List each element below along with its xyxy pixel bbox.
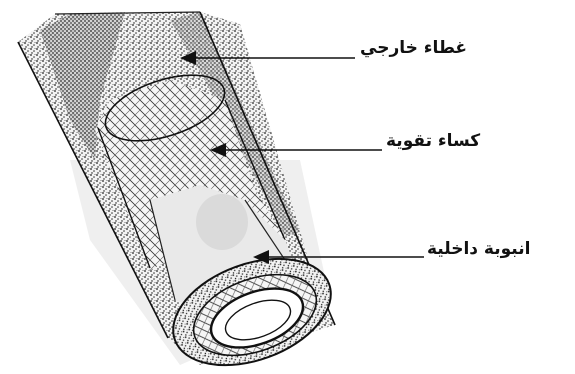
label-inner-tube: انبوبة داخلية — [427, 239, 530, 259]
label-reinforcement: كساء تقوية — [386, 131, 480, 151]
label-outer-cover: غطاء خارجي — [360, 38, 467, 58]
